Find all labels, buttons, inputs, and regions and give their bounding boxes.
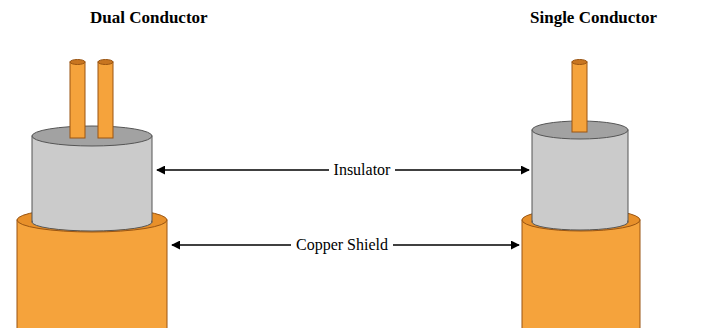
conductor-wire [70, 62, 85, 138]
insulator [532, 130, 628, 222]
insulator-top [32, 126, 152, 146]
insulator-fill [33, 200, 151, 222]
cable-heading: Single Conductor [530, 8, 657, 28]
label-text: Insulator [329, 161, 396, 178]
insulator [32, 136, 152, 222]
leader-line [420, 244, 519, 245]
conductor-end [572, 60, 587, 65]
part-label: Insulator [329, 160, 396, 179]
conductor-wire [98, 62, 113, 138]
conductor-wire [572, 62, 587, 132]
cable-heading: Dual Conductor [90, 8, 208, 28]
leader-line [157, 169, 264, 170]
heading-text: Single Conductor [530, 8, 657, 27]
conductor-end [98, 60, 113, 65]
copper-shield [522, 220, 640, 328]
leader-line [172, 244, 264, 245]
insulator-fill [533, 200, 627, 222]
label-text: Copper Shield [291, 236, 393, 253]
part-label: Copper Shield [291, 235, 393, 254]
dual-conductor-cable [17, 60, 167, 328]
conductor-end [70, 60, 85, 65]
heading-text: Dual Conductor [90, 8, 208, 27]
leader-line [460, 169, 529, 170]
copper-shield [17, 220, 167, 328]
single-conductor-cable [522, 60, 640, 328]
